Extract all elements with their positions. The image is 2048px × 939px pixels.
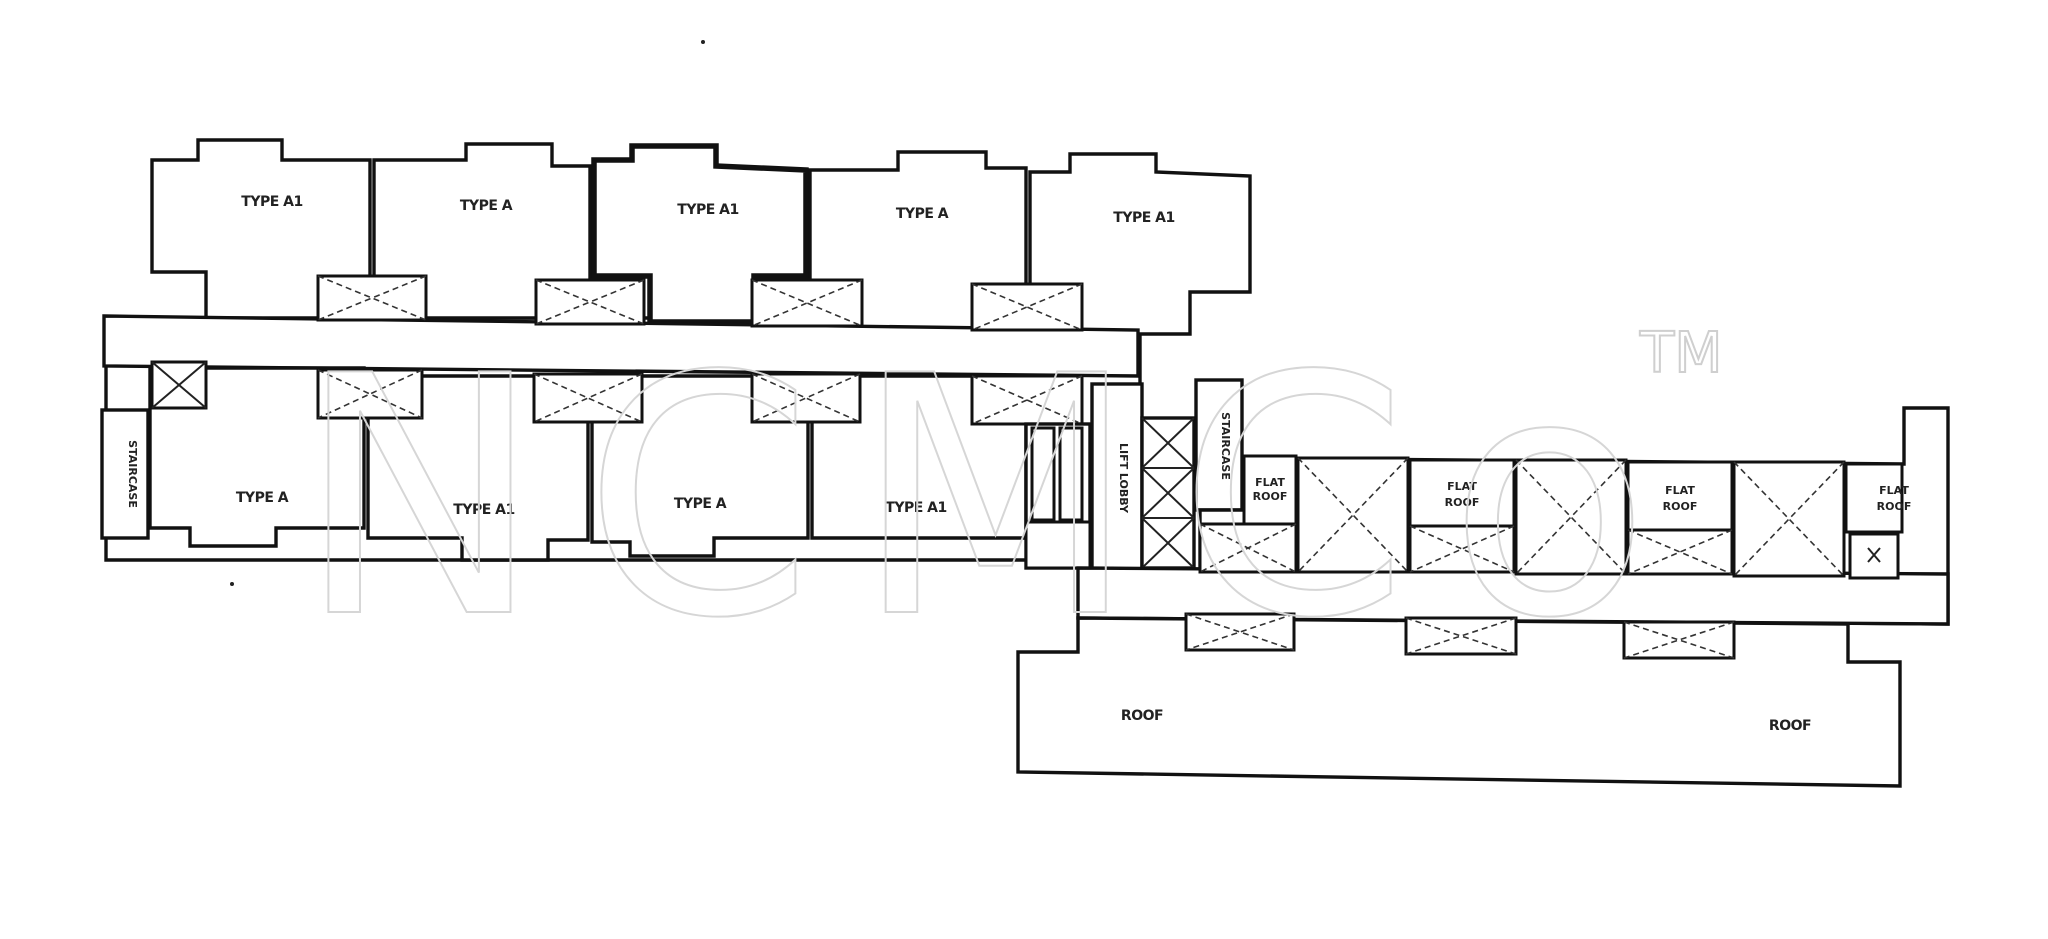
unit-upper-3 [591,143,809,325]
unit-upper-5-label: TYPE A1 [1113,210,1174,226]
roof-edge-bays [1184,612,1736,660]
flat-roof-label-3a: FLAT [1665,484,1695,497]
roof-label-2: ROOF [1769,718,1811,734]
unit-lower-3-label: TYPE A [674,496,727,512]
right-staircase [1194,378,1244,512]
unit-lower-2-label: TYPE A1 [453,502,514,518]
watermark: NCMCo [296,306,1690,690]
lower-void-bays [316,368,1084,426]
flat-roof-label-2b: ROOF [1445,496,1480,509]
speck [701,40,705,44]
roof-label-1: ROOF [1121,708,1163,724]
unit-lower-1-label: TYPE A [236,490,289,506]
unit-upper-2 [372,142,592,320]
unit-upper-1 [150,138,372,320]
flat-roof-label-2a: FLAT [1447,480,1477,493]
lift-lobby-label: LIFT LOBBY [1117,443,1130,514]
roof-slab [1016,616,1902,788]
upper-void-bays [316,274,1084,332]
flat-roof-label-1a: FLAT [1255,476,1285,489]
flat-roof-label-4b: ROOF [1877,500,1912,513]
left-staircase-label: STAIRCASE [126,440,139,508]
unit-lower-4-label: TYPE A1 [885,500,946,516]
flat-roof-label-4a: FLAT [1879,484,1909,497]
speck [230,582,234,586]
unit-upper-2-label: TYPE A [460,198,513,214]
unit-upper-3-label: TYPE A1 [677,202,738,218]
unit-upper-1-label: TYPE A1 [241,194,302,210]
flat-roof-label-3b: ROOF [1663,500,1698,513]
unit-upper-4-label: TYPE A [896,206,949,222]
right-wing-modules [1198,454,1904,580]
right-staircase-label: STAIRCASE [1219,412,1232,480]
unit-lower-1 [148,366,366,548]
trademark: TM [1639,321,1723,386]
left-staircase [100,408,150,540]
flat-roof-label-1b: ROOF [1253,490,1288,503]
